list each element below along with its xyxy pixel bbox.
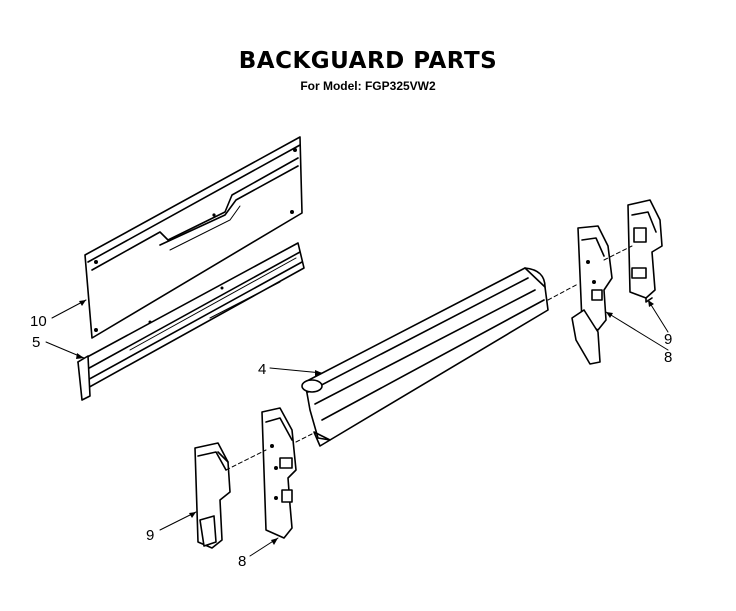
leader-lines	[45, 299, 669, 557]
callout-4: 4	[258, 361, 266, 378]
callout-10: 10	[30, 313, 47, 330]
part-5-trim-channel	[77, 242, 305, 401]
callout-9-left: 9	[146, 527, 154, 544]
diagram-subtitle: For Model: FGP325VW2	[300, 79, 436, 93]
callout-8-right: 8	[664, 349, 672, 366]
callout-9-right: 9	[664, 331, 672, 348]
part-8-right-bracket	[571, 225, 613, 365]
part-9-right-end-bracket	[627, 199, 663, 303]
callout-8-left: 8	[238, 553, 246, 570]
part-10-backguard-panel	[84, 136, 303, 339]
callout-labels: 10 5 4 9 8 9 8	[30, 313, 672, 570]
part-9-left-end-block	[194, 442, 231, 549]
alignment-lines	[225, 245, 633, 471]
part-8-left-bracket	[261, 407, 297, 539]
callout-5: 5	[32, 334, 40, 351]
part-4-backguard-tube	[301, 267, 549, 447]
diagram-title: BACKGUARD PARTS	[238, 48, 498, 74]
